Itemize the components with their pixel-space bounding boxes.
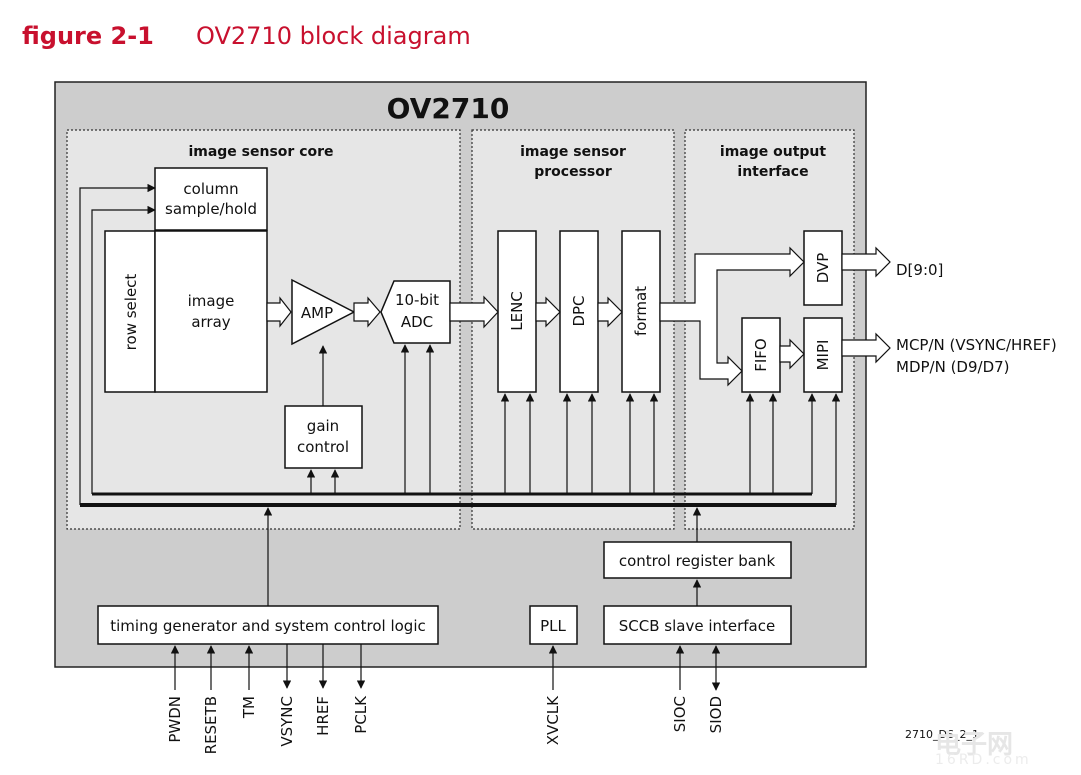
section-processor-title-2: processor (534, 164, 612, 180)
adc-label-1: 10-bit (395, 291, 439, 309)
adc-block (380, 280, 451, 344)
signal-lines (79, 183, 841, 691)
section-core-title: image sensor core (188, 144, 333, 160)
control-register-bank-block (603, 541, 792, 579)
pll-label: PLL (540, 617, 566, 635)
section-processor-title-1: image sensor (520, 144, 626, 160)
mipi-output-label-1: MCP/N (VSYNC/HREF) (896, 336, 1057, 354)
gain-label-2: control (297, 438, 349, 456)
watermark-sub: 16RD.com (935, 752, 1032, 768)
fifo-block (741, 317, 781, 393)
data-path-arrows (266, 246, 891, 387)
pin-xvclk: XVCLK (544, 695, 562, 745)
section-output-title-2: interface (737, 164, 808, 180)
mipi-block (803, 317, 843, 393)
image-array-block (154, 230, 268, 393)
timing-generator-block (97, 605, 439, 645)
pin-href: HREF (314, 696, 332, 736)
sccb-block (603, 605, 792, 645)
column-label-2: sample/hold (165, 200, 257, 218)
image-array-label-1: image (188, 292, 235, 310)
chip-name: OV2710 (387, 92, 510, 125)
watermark-main: 电子网 (935, 730, 1014, 760)
section-output-title-1: image output (720, 144, 826, 160)
figure-title: OV2710 block diagram (196, 22, 471, 50)
dpc-block (559, 230, 599, 393)
dvp-output-label: D[9:0] (896, 261, 943, 279)
row-select-label: row select (122, 274, 140, 351)
pin-siod: SIOD (707, 696, 725, 733)
pin-sioc: SIOC (671, 696, 689, 732)
fifo-label: FIFO (752, 338, 770, 372)
adc-label-2: ADC (401, 313, 433, 331)
pin-resetb: RESETB (202, 696, 220, 754)
pin-pclk: PCLK (352, 695, 370, 734)
column-sample-hold-block (154, 167, 268, 231)
mipi-label: MIPI (814, 340, 832, 371)
format-label: format (632, 286, 650, 336)
pin-vsync: VSYNC (278, 696, 296, 747)
pin-tm: TM (240, 696, 258, 719)
dvp-block (803, 230, 843, 306)
format-block (621, 230, 661, 393)
pll-block (529, 605, 578, 645)
amp-block (291, 278, 356, 346)
amp-label: AMP (301, 304, 333, 322)
dvp-label: DVP (814, 253, 832, 284)
control-register-bank-label: control register bank (619, 552, 776, 570)
gain-control-block (284, 405, 363, 469)
mipi-output-label-2: MDP/N (D9/D7) (896, 358, 1010, 376)
pin-pwdn: PWDN (166, 696, 184, 743)
figure-label: figure 2-1 (22, 22, 154, 50)
dpc-label: DPC (570, 295, 588, 326)
timing-generator-label: timing generator and system control logi… (110, 617, 426, 635)
document-id: 2710_DS_2_1 (905, 728, 979, 741)
row-select-block (104, 230, 156, 393)
column-label-1: column (183, 180, 238, 198)
sccb-label: SCCB slave interface (619, 617, 775, 635)
lenc-block (497, 230, 537, 393)
lenc-label: LENC (508, 291, 526, 331)
gain-label-1: gain (307, 417, 339, 435)
image-array-label-2: array (191, 313, 230, 331)
